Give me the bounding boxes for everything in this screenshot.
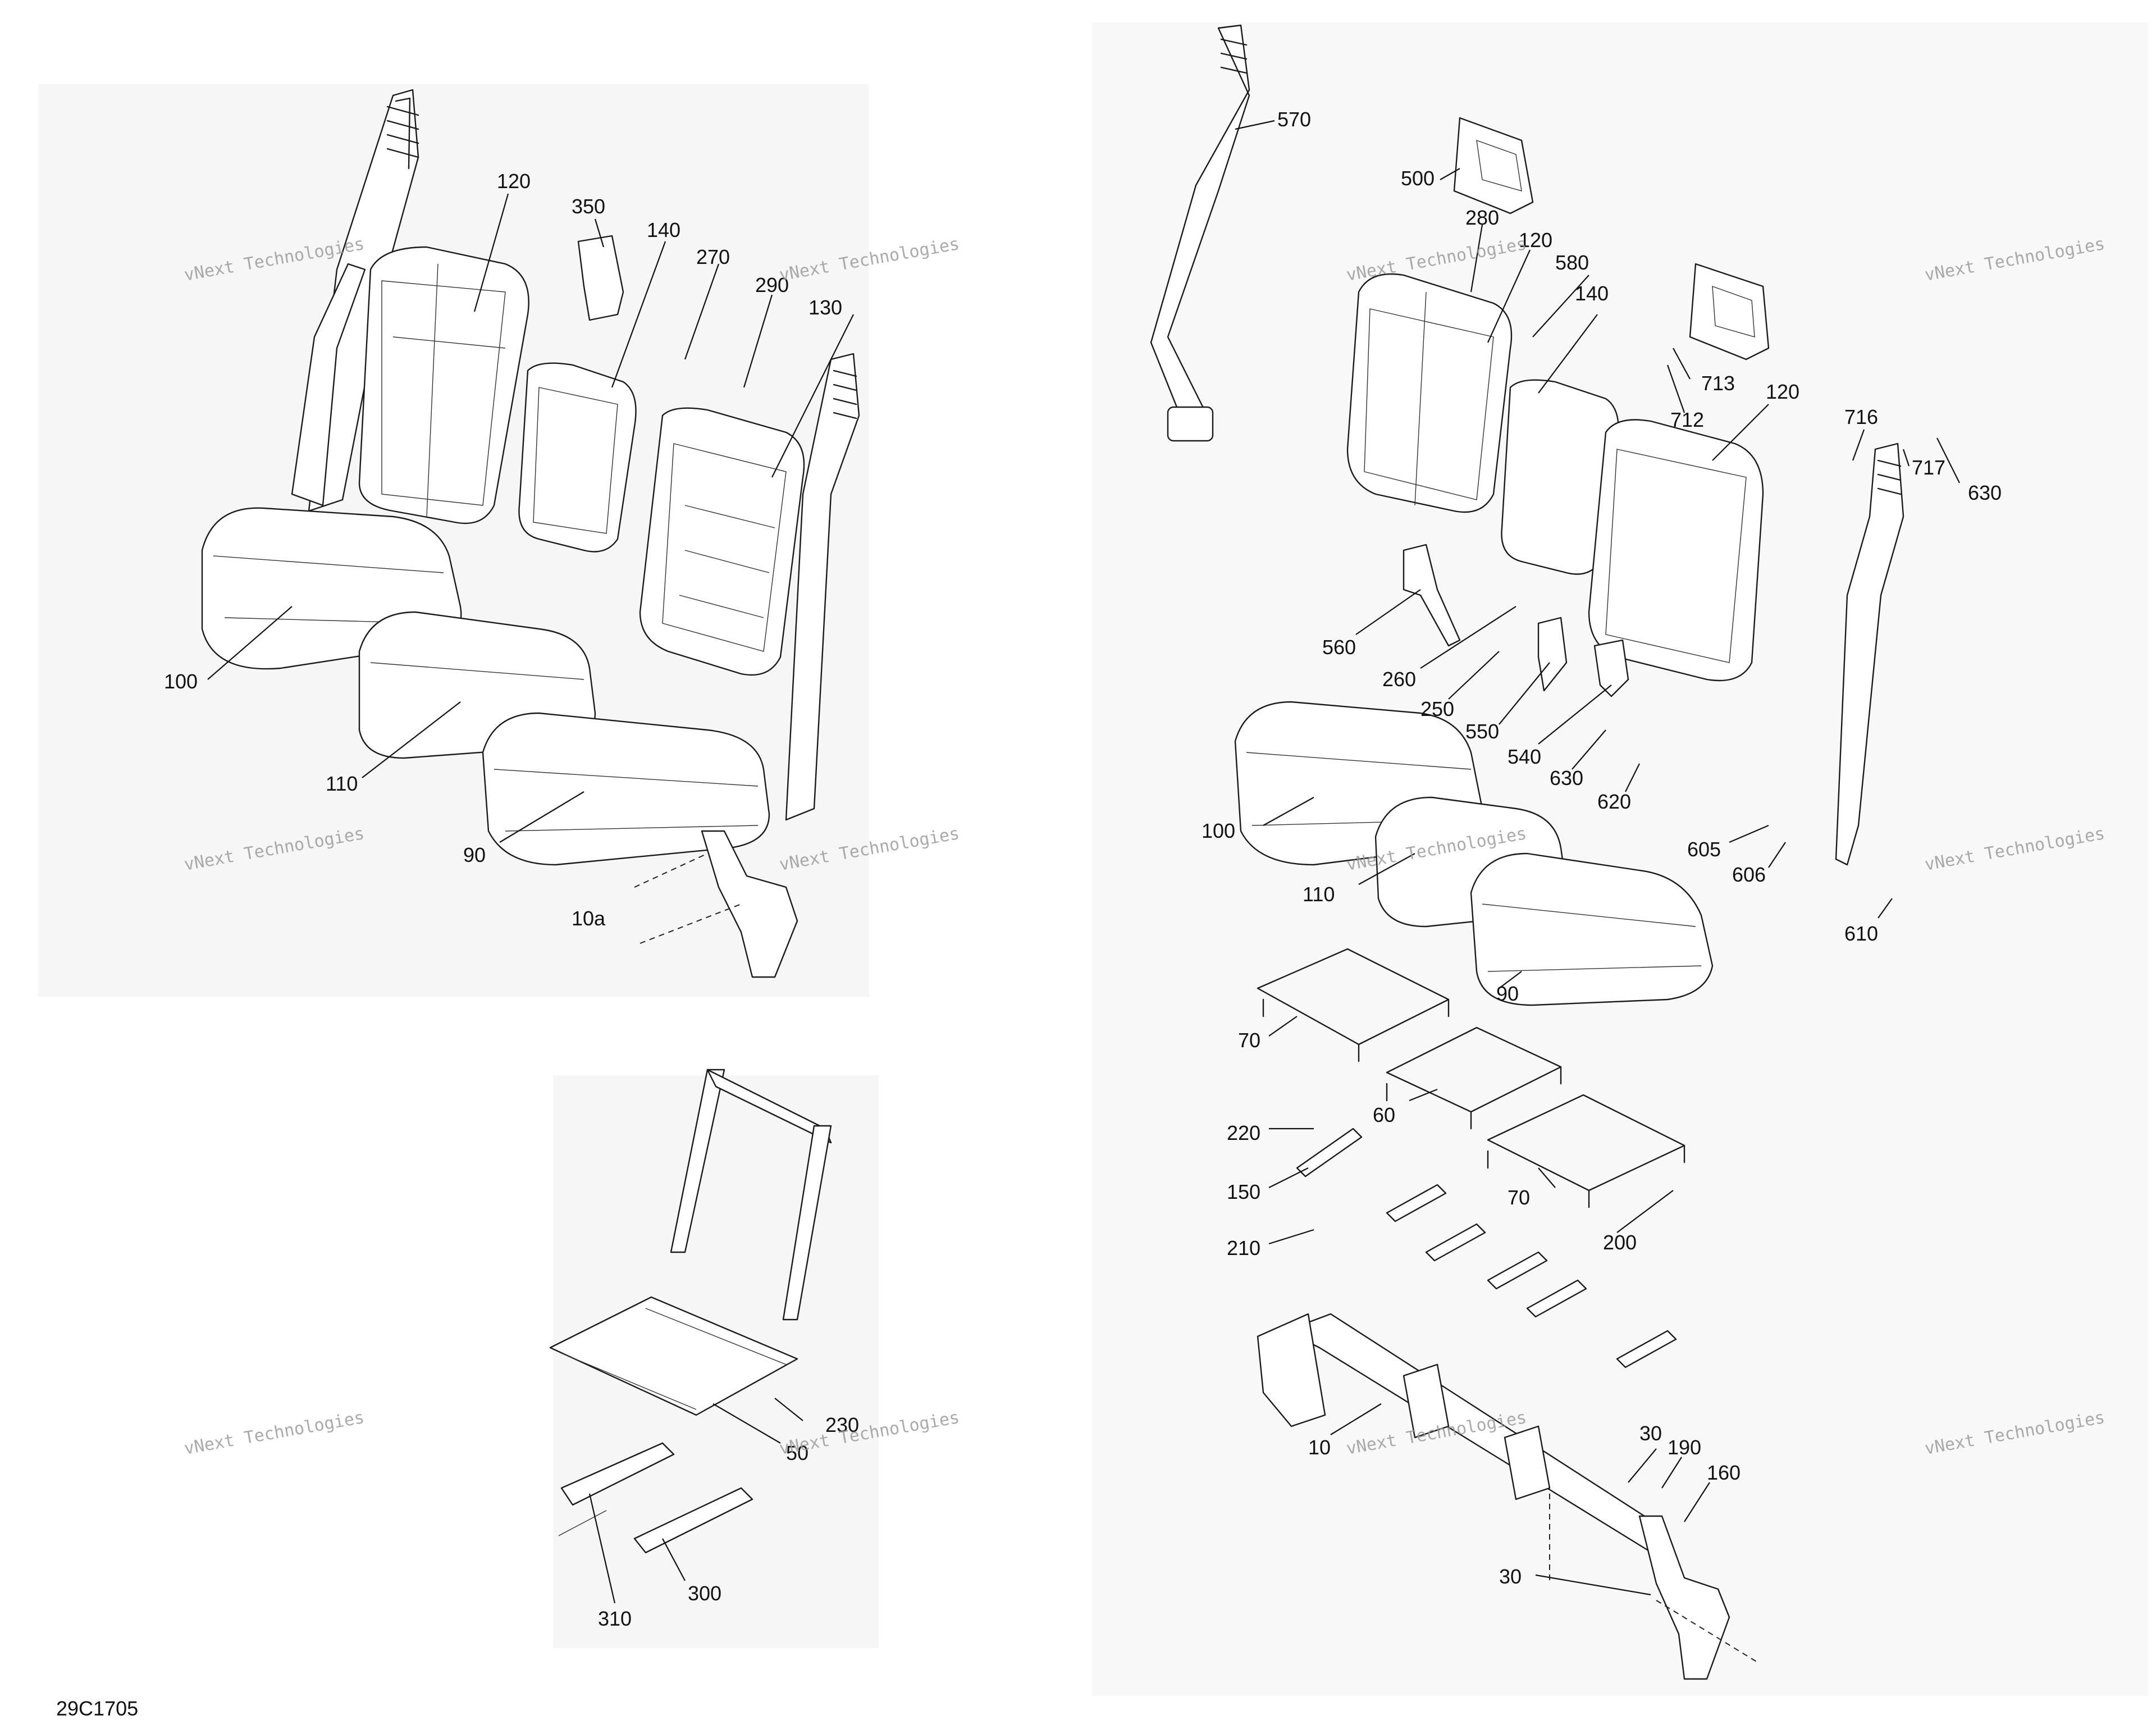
callout-260: 260: [1382, 668, 1416, 691]
bottom-left-leaders: [588, 1398, 803, 1604]
callout-630-mid: 630: [1550, 766, 1583, 790]
callout-160: 160: [1707, 1461, 1741, 1484]
callout-120-right: 120: [1766, 380, 1799, 403]
right-panel: [1092, 22, 2148, 1696]
callout-280: 280: [1465, 206, 1499, 229]
right-callouts: 570 500 280 120 580 140 713 712 120 716 …: [1202, 108, 2002, 1588]
callout-70-left: 70: [1238, 1029, 1260, 1052]
callout-90: 90: [463, 843, 486, 866]
callout-50: 50: [786, 1441, 808, 1464]
assembled-bench-seat: [201, 89, 860, 978]
callout-200: 200: [1603, 1231, 1637, 1254]
callout-70-right: 70: [1508, 1186, 1530, 1209]
callout-10: 10: [1308, 1436, 1331, 1459]
callout-300: 300: [688, 1582, 721, 1605]
callout-100: 100: [1202, 819, 1235, 842]
callout-90: 90: [1496, 982, 1519, 1005]
callout-630-top: 630: [1968, 481, 2002, 504]
callout-230: 230: [825, 1413, 859, 1436]
right-leaders: [1235, 120, 1960, 1596]
callout-270: 270: [696, 245, 730, 268]
top-left-callouts: 120 350 140 270 290 130 100 110 90 10a: [164, 170, 842, 930]
callout-30-bottom: 30: [1499, 1565, 1522, 1588]
callout-290: 290: [755, 273, 789, 296]
callout-717: 717: [1912, 456, 1945, 479]
bottom-left-callouts: 50 230 310 300: [598, 1413, 859, 1630]
callout-60: 60: [1373, 1103, 1395, 1126]
callout-10a: 10a: [572, 907, 606, 930]
callout-120-upper: 120: [1519, 229, 1552, 252]
callout-100: 100: [164, 670, 198, 693]
callout-30-top: 30: [1639, 1422, 1662, 1445]
callout-605: 605: [1687, 838, 1721, 861]
callout-716: 716: [1844, 405, 1878, 428]
callout-310: 310: [598, 1607, 632, 1630]
callout-560: 560: [1322, 636, 1356, 659]
callout-120: 120: [497, 170, 531, 193]
callout-140: 140: [647, 218, 680, 241]
callout-250: 250: [1420, 697, 1454, 720]
callout-140: 140: [1575, 282, 1609, 305]
callout-210: 210: [1227, 1236, 1260, 1259]
callout-110: 110: [326, 772, 358, 795]
callout-150: 150: [1227, 1180, 1260, 1203]
callout-610: 610: [1844, 922, 1878, 945]
callout-712: 712: [1670, 408, 1704, 431]
callout-130: 130: [808, 296, 842, 319]
top-left-leaders: [207, 193, 854, 843]
callout-540: 540: [1508, 745, 1541, 768]
callout-580: 580: [1555, 251, 1589, 274]
seat-frame-assembly: [549, 1069, 832, 1554]
watermark-text: vNext Technologies: [182, 1408, 366, 1459]
callout-620: 620: [1597, 790, 1631, 813]
callout-110: 110: [1303, 883, 1335, 906]
callout-570: 570: [1277, 108, 1311, 131]
exploded-seat-assembly: [1150, 24, 1904, 1680]
callout-190: 190: [1668, 1436, 1701, 1459]
callout-220: 220: [1227, 1121, 1260, 1144]
diagram-code: 29C1705: [56, 1697, 138, 1720]
callout-606: 606: [1732, 863, 1766, 886]
callout-713: 713: [1701, 372, 1735, 395]
callout-350: 350: [572, 195, 605, 218]
callout-550: 550: [1465, 720, 1499, 743]
callout-500: 500: [1401, 167, 1435, 190]
